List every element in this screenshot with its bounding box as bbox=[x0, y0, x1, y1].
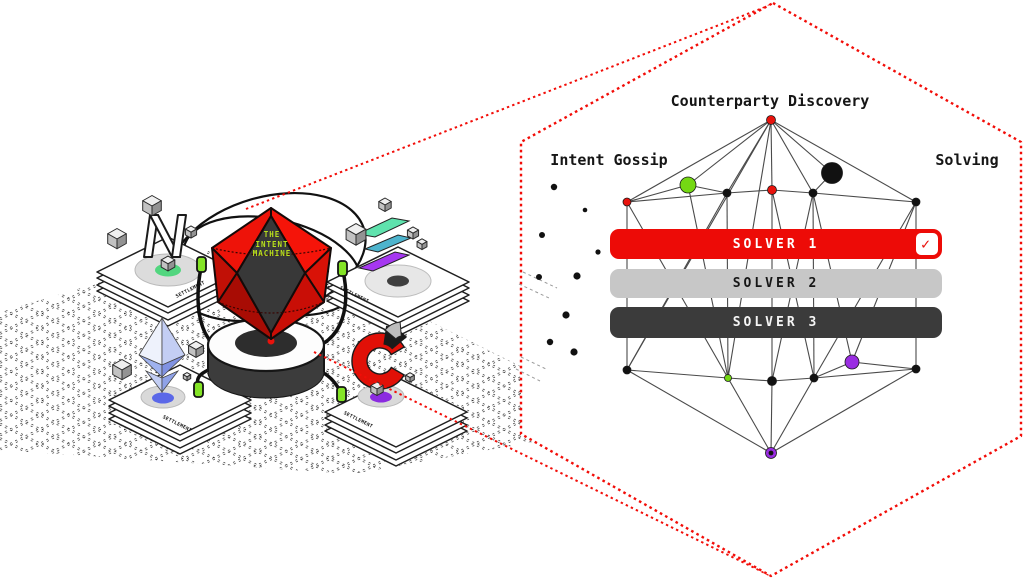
network-node bbox=[844, 354, 860, 370]
iso-cube bbox=[345, 223, 367, 246]
network-node bbox=[809, 373, 819, 383]
gray-dashes bbox=[515, 271, 558, 382]
network-node bbox=[724, 374, 732, 382]
gossip-dot bbox=[570, 348, 578, 356]
plug-solana bbox=[337, 260, 348, 277]
zoom-callout-lines bbox=[245, 3, 774, 577]
network-node bbox=[808, 188, 818, 198]
iso-cube bbox=[405, 372, 415, 383]
network-node bbox=[767, 376, 777, 386]
network-node bbox=[766, 115, 776, 125]
iso-cube bbox=[182, 372, 192, 382]
gossip-dot bbox=[595, 249, 601, 255]
platform-ethereum bbox=[108, 316, 252, 455]
iso-cube bbox=[188, 340, 204, 358]
solver-1-button[interactable]: SOLVER 1 ✓ bbox=[610, 229, 942, 259]
plug-near bbox=[196, 256, 207, 273]
gossip-dot bbox=[539, 232, 545, 238]
iso-cube bbox=[416, 238, 428, 251]
solver-3-button[interactable]: SOLVER 3 bbox=[610, 307, 942, 338]
iso-cube bbox=[112, 359, 132, 381]
ethereum-logo bbox=[138, 316, 186, 394]
iso-cube bbox=[184, 225, 198, 239]
network-node bbox=[722, 188, 732, 198]
floating-cubes bbox=[107, 195, 428, 396]
solver-2-label: SOLVER 2 bbox=[732, 276, 820, 291]
blue-pad bbox=[152, 392, 174, 404]
gossip-dot bbox=[550, 183, 558, 191]
solver-3-label: SOLVER 3 bbox=[732, 315, 820, 330]
network-node bbox=[679, 176, 697, 194]
network-node bbox=[911, 364, 921, 374]
gossip-dot bbox=[573, 272, 581, 280]
gossip-dot bbox=[562, 311, 570, 319]
network-node bbox=[767, 185, 777, 195]
iso-cube bbox=[142, 195, 162, 217]
platform-donut bbox=[324, 321, 468, 467]
solver-1-checkbox[interactable]: ✓ bbox=[916, 233, 938, 255]
iso-cube bbox=[406, 226, 420, 240]
solver-1-label: SOLVER 1 bbox=[732, 236, 820, 252]
network-node bbox=[622, 197, 632, 207]
checkmark-icon: ✓ bbox=[920, 235, 934, 253]
network-node bbox=[911, 197, 921, 207]
intent-gossip-dots bbox=[536, 183, 601, 356]
iso-cube bbox=[370, 381, 384, 396]
plug-donut bbox=[336, 386, 347, 403]
network-node bbox=[821, 162, 843, 184]
near-logo bbox=[143, 214, 187, 258]
solver-2-button[interactable]: SOLVER 2 bbox=[610, 269, 942, 298]
network-node bbox=[622, 365, 632, 375]
iso-cube bbox=[160, 255, 176, 272]
gossip-dot bbox=[546, 338, 554, 346]
iso-cube bbox=[107, 228, 127, 250]
p2p-network-nodes bbox=[622, 115, 921, 459]
iso-cube bbox=[378, 197, 392, 212]
plug-ethereum bbox=[193, 381, 204, 398]
gossip-dot bbox=[536, 274, 542, 280]
gossip-dot bbox=[582, 207, 588, 213]
donut-chart bbox=[351, 321, 407, 390]
intent-machine-icosahedron bbox=[211, 207, 332, 340]
dark-pad bbox=[387, 275, 409, 287]
connectors bbox=[193, 256, 348, 403]
platform-solana bbox=[326, 217, 470, 337]
